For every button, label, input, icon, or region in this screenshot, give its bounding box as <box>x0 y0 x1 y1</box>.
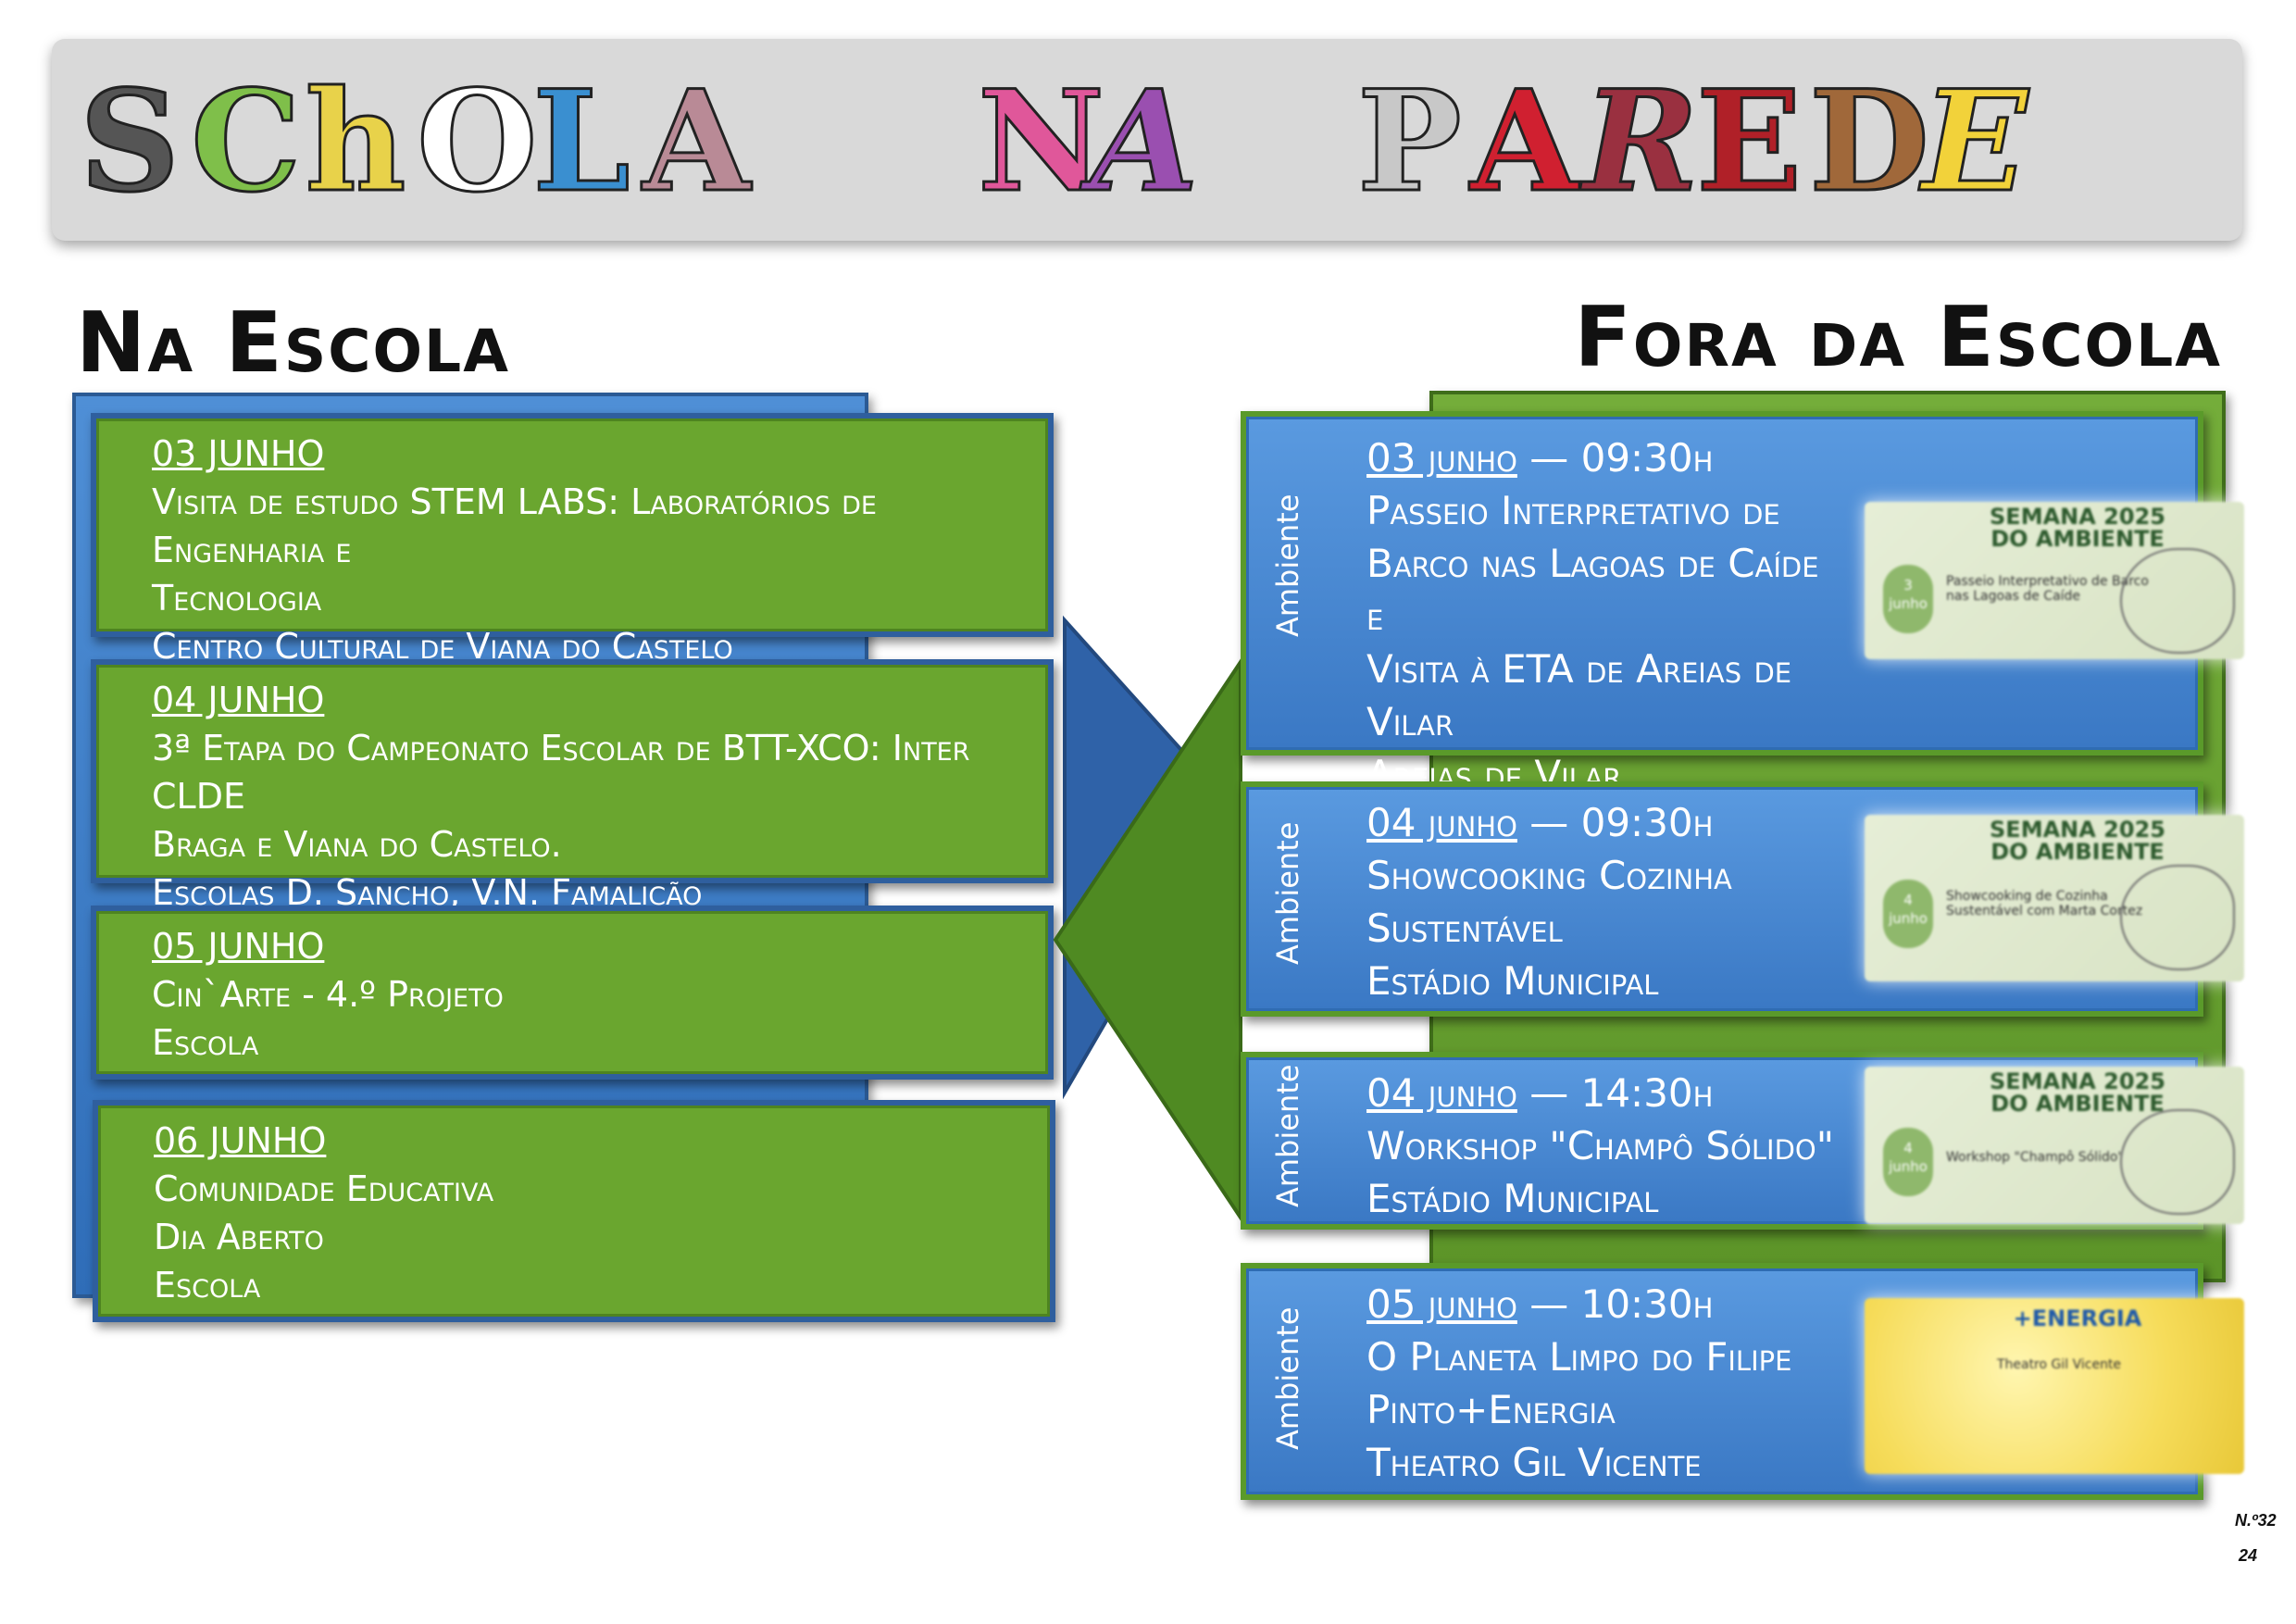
event-time: — 09:30h <box>1516 435 1714 481</box>
banner-letter: E <box>1695 60 1803 223</box>
event-line: Escola <box>154 1265 261 1305</box>
poster-description: Workshop "Champô Sólido" <box>1946 1150 2124 1165</box>
left-event-card: 03 JUNHO Visita de estudo STEM LABS: Lab… <box>91 413 1054 667</box>
event-date: 06 JUNHO <box>154 1120 327 1161</box>
event-line: O Planeta Limpo do Filipe <box>1366 1334 1792 1380</box>
event-date: 03 junho <box>1366 435 1517 481</box>
banner-letter: P <box>1356 60 1464 223</box>
event-poster-image: SEMANA 2025 DO AMBIENTE 3 junho Passeio … <box>1865 502 2244 659</box>
banner-letter: S <box>78 60 181 223</box>
left-section-title: Na Escola <box>76 294 510 392</box>
event-line: Theatro Gil Vicente <box>1366 1440 1702 1485</box>
event-line: Estádio Municipal <box>1366 1176 1659 1221</box>
banner-letter: R <box>1582 60 1701 223</box>
banner-letter: A <box>642 60 752 223</box>
left-event-card: 06 JUNHO Comunidade Educativa Dia Aberto… <box>93 1100 1055 1322</box>
left-event-card: 05 JUNHO Cin`Arte - 4.º Projeto Escola <box>91 906 1054 1080</box>
right-event-card: Ambiente 04 junho — 09:30h Showcooking C… <box>1241 781 2244 1017</box>
event-poster-image: SEMANA 2025 DO AMBIENTE 4 junho Workshop… <box>1865 1067 2244 1224</box>
banner-word-schola: S C h O L A <box>78 60 752 223</box>
banner-word-na: N A <box>977 60 1200 223</box>
poster-description: Showcooking de Cozinha Sustentável com M… <box>1946 889 2143 918</box>
event-line: 3ª Etapa do Campeonato Escolar de BTT-XC… <box>152 728 970 817</box>
event-date: 05 JUNHO <box>152 926 325 967</box>
banner-letter: E <box>1921 60 2029 223</box>
right-event-card: Ambiente 04 junho — 14:30h Workshop "Cha… <box>1241 1052 2244 1230</box>
event-time: — 14:30h <box>1516 1070 1714 1116</box>
right-section-title: Fora da Escola <box>1574 289 2222 386</box>
event-poster-image: +ENERGIA Theatro Gil Vicente <box>1865 1298 2244 1474</box>
poster-date-badge: 3 junho <box>1883 565 1933 633</box>
poster-title: +ENERGIA <box>2013 1305 2142 1331</box>
event-line: Estádio Municipal <box>1366 958 1659 1004</box>
banner-letter: h <box>304 60 407 223</box>
masthead-banner: S C h O L A N A P A R E D E <box>52 39 2242 241</box>
right-event-card: Ambiente 03 junho — 09:30h Passeio Inter… <box>1241 411 2244 797</box>
event-line: Vilar <box>1366 699 1454 744</box>
poster-date-badge: 4 junho <box>1883 1128 1933 1196</box>
poster-title: SEMANA 2025 DO AMBIENTE <box>1990 817 2165 865</box>
poster-title: SEMANA 2025 DO AMBIENTE <box>1990 504 2165 552</box>
poster-description: Passeio Interpretativo de Barco nas Lago… <box>1946 574 2149 604</box>
banner-word-parede: P A R E D E <box>1356 60 2029 223</box>
event-category: Ambiente <box>1270 1306 1305 1450</box>
banner-letter: C <box>190 60 303 223</box>
event-line: Pinto+Energia <box>1366 1387 1616 1432</box>
event-time: — 09:30h <box>1516 800 1714 845</box>
issue-number: N.º32 <box>2235 1511 2277 1530</box>
event-line: Passeio Interpretativo de <box>1366 488 1780 533</box>
banner-letter: A <box>1469 60 1579 223</box>
event-line: Dia Aberto <box>154 1217 324 1257</box>
poster-sketch-icon <box>2120 548 2235 654</box>
event-poster-image: SEMANA 2025 DO AMBIENTE 4 junho Showcook… <box>1865 815 2244 981</box>
event-line: Tecnologia <box>152 578 322 618</box>
event-category: Ambiente <box>1270 493 1305 637</box>
event-line: Visita à ETA de Areias de <box>1366 646 1792 692</box>
event-category: Ambiente <box>1270 821 1305 965</box>
poster-description: Theatro Gil Vicente <box>1996 1357 2122 1372</box>
poster-sketch-icon <box>2120 1109 2235 1215</box>
left-event-card: 04 JUNHO 3ª Etapa do Campeonato Escolar … <box>91 659 1054 913</box>
event-line: Braga e Viana do Castelo. <box>152 824 562 865</box>
banner-letter: D <box>1808 60 1931 223</box>
event-date: 05 junho <box>1366 1281 1517 1327</box>
event-line: Visita de estudo STEM LABS: Laboratórios… <box>152 481 877 570</box>
event-date: 04 junho <box>1366 1070 1517 1116</box>
poster-sketch-icon <box>2120 865 2235 970</box>
poster-title: SEMANA 2025 DO AMBIENTE <box>1990 1068 2165 1117</box>
event-date: 04 JUNHO <box>152 680 325 720</box>
event-line: Showcooking Cozinha <box>1366 853 1732 898</box>
event-line: Comunidade Educativa <box>154 1168 494 1209</box>
event-line: Barco nas Lagoas de Caíde e <box>1366 541 1819 639</box>
event-category: Ambiente <box>1270 1064 1305 1207</box>
event-line: Sustentável <box>1366 906 1563 951</box>
event-line: Workshop "Champô Sólido" <box>1366 1123 1835 1168</box>
event-date: 03 JUNHO <box>152 433 325 474</box>
event-time: — 10:30h <box>1516 1281 1714 1327</box>
poster-date-badge: 4 junho <box>1883 880 1933 948</box>
right-event-card: Ambiente 05 junho — 10:30h O Planeta Lim… <box>1241 1263 2244 1500</box>
banner-letter: N <box>977 60 1106 223</box>
banner-letter: A <box>1090 60 1200 223</box>
page-number: 24 <box>2239 1546 2258 1565</box>
event-line: Escola <box>152 1022 259 1063</box>
event-line: Cin`Arte - 4.º Projeto <box>152 974 504 1015</box>
event-date: 04 junho <box>1366 800 1517 845</box>
banner-letter: O <box>416 60 540 223</box>
banner-letter: L <box>531 60 631 223</box>
